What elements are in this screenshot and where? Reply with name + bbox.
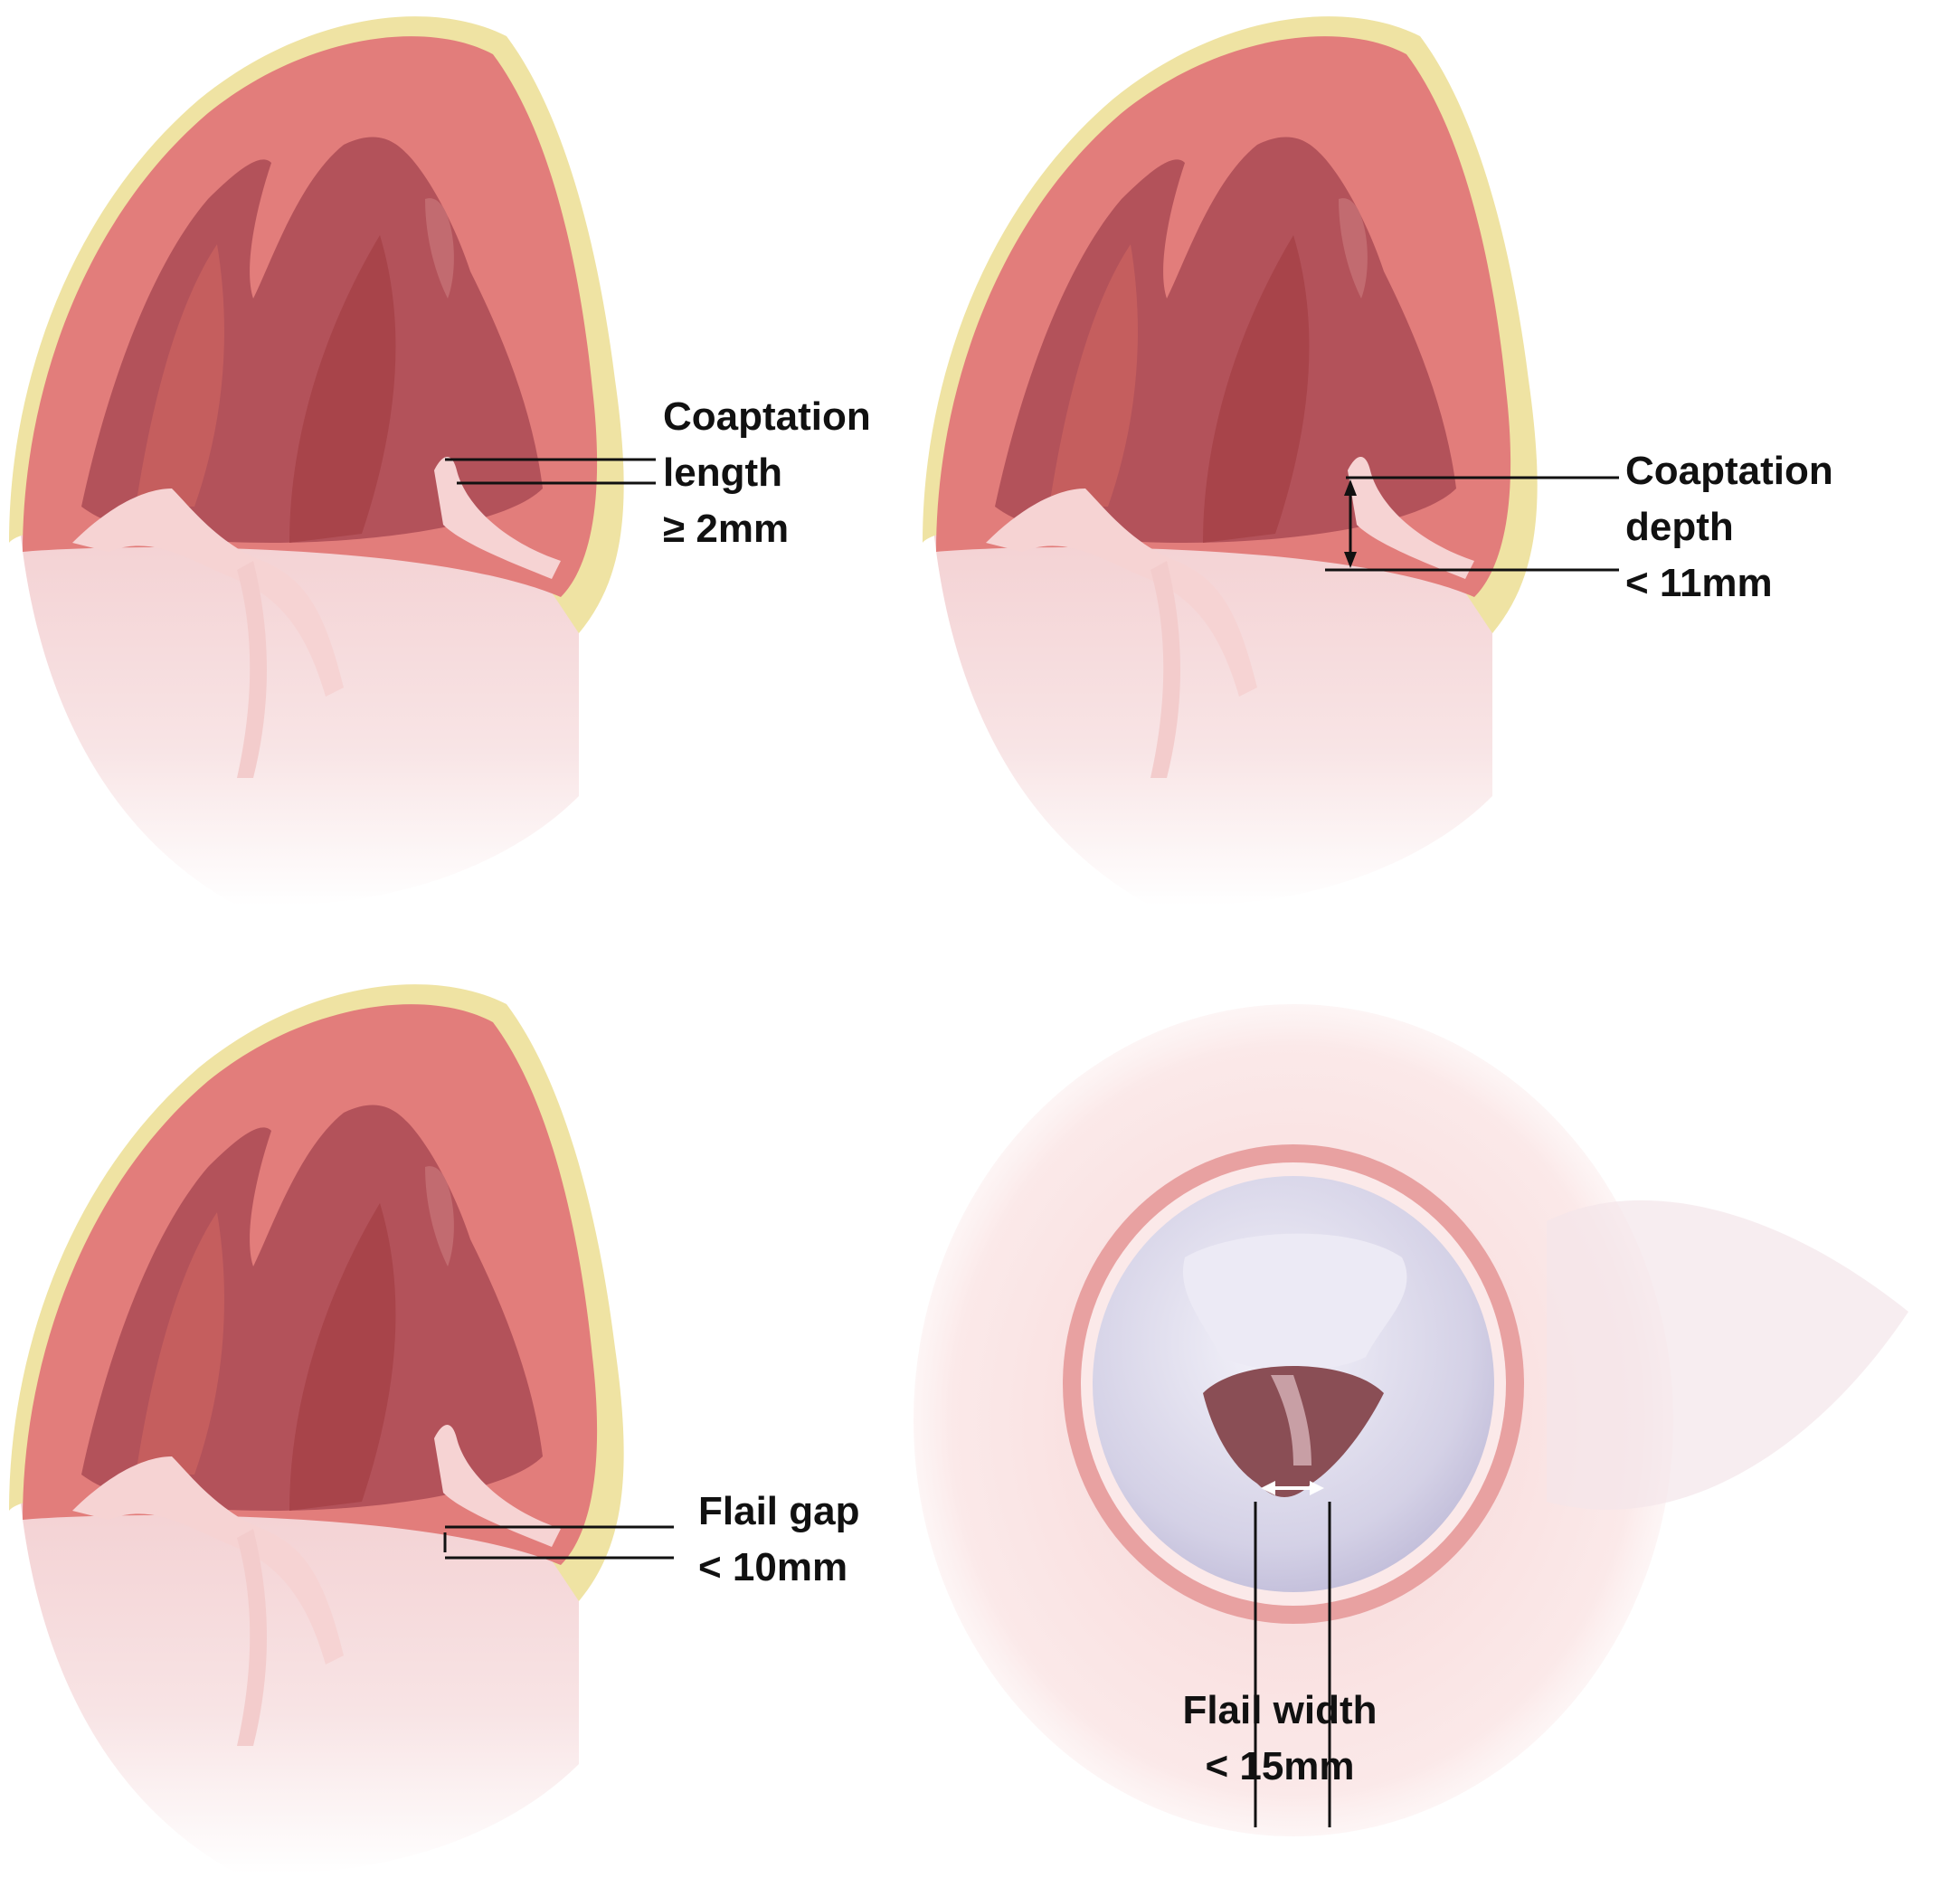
width-arrowhead-left	[1261, 1481, 1275, 1495]
heart-illustration-2	[923, 16, 1619, 906]
coaptation-length-panel	[0, 0, 904, 932]
heart-illustration-3	[9, 984, 674, 1874]
depth-arrowhead-down	[1344, 552, 1357, 568]
coaptation-length-label: Coaptation length ≥ 2mm	[663, 394, 871, 551]
flail-width-panel	[914, 995, 1945, 1891]
depth-arrowhead-up	[1344, 479, 1357, 496]
heart-illustration-1	[9, 16, 656, 906]
coaptation-depth-panel	[914, 0, 1818, 932]
width-arrowhead-right	[1310, 1481, 1324, 1495]
flail-gap-label: Flail gap < 10mm	[698, 1489, 860, 1589]
flail-gap-panel	[0, 968, 904, 1897]
valve-short-axis-illustration	[914, 1004, 1908, 1836]
flail-width-label: Flail width < 15mm	[1182, 1688, 1378, 1788]
coaptation-depth-label: Coaptation depth < 11mm	[1625, 449, 1833, 605]
